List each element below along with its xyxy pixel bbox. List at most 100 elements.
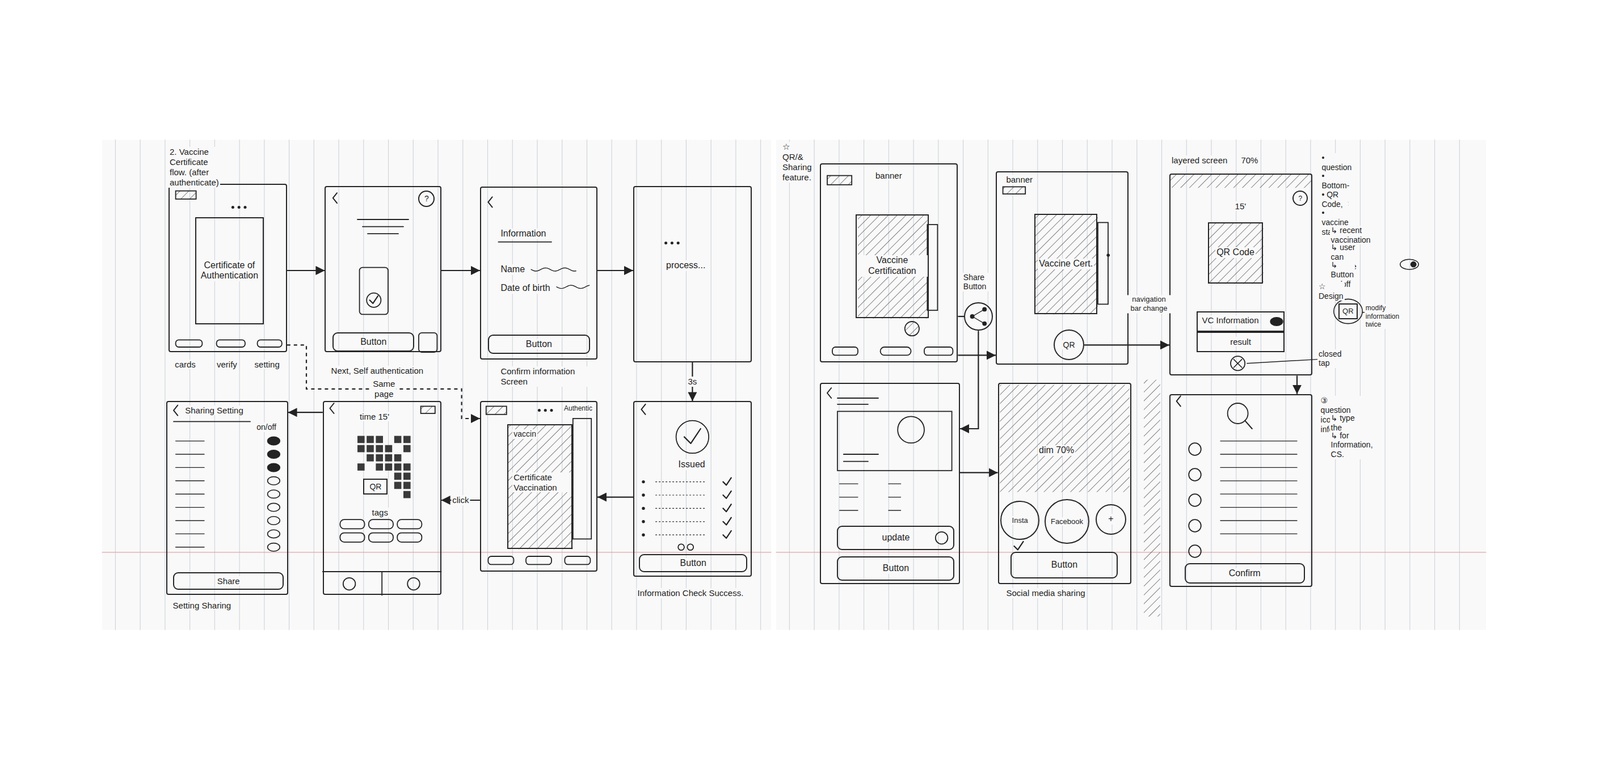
ruled-line (1459, 140, 1460, 631)
dot (641, 493, 645, 497)
ruled-line (437, 140, 439, 631)
qr-block (403, 445, 411, 453)
flow-arrow (1296, 375, 1298, 394)
ruled-line (660, 140, 662, 631)
flow-arrow (287, 270, 326, 272)
tag-pill (339, 533, 365, 543)
tag-pill (397, 533, 422, 543)
note-text: ↳ recent vaccination (1329, 225, 1372, 246)
tab-item (564, 556, 591, 565)
sketch-line (175, 520, 205, 521)
node-text: VC Information (1200, 315, 1260, 326)
node-text: setting (253, 359, 281, 370)
note-text: ☆ Design (1317, 281, 1345, 302)
dot (676, 241, 680, 245)
ruled-line (164, 140, 166, 631)
ruled-line (710, 140, 712, 631)
toggle-symbol (267, 543, 281, 552)
qr-block (375, 436, 383, 444)
node-text: Date of birth (499, 283, 551, 294)
ruled-line (462, 140, 463, 631)
toggle-symbol (267, 516, 281, 525)
node-text: Confirm information Screen (499, 366, 597, 387)
tag-pill (368, 533, 394, 543)
check-mark (722, 491, 731, 499)
flow-arrow (287, 344, 480, 419)
toggle-symbol (267, 477, 281, 486)
qr-block (357, 445, 365, 453)
card-hatch (507, 424, 574, 550)
ruled-line (288, 140, 290, 631)
dot (641, 533, 645, 537)
phone-screen: AuthenticvaccinCertificate Vaccination (480, 401, 598, 572)
ruled-line (987, 140, 989, 631)
sketch-line (175, 467, 205, 469)
ruled-line (189, 140, 191, 631)
node-text: ? (1297, 194, 1304, 203)
image-card (837, 411, 953, 471)
qr-block (385, 445, 393, 453)
sketch-line (367, 233, 399, 235)
back-chevron (1176, 396, 1181, 407)
sketch-line (175, 453, 205, 455)
edge-label: navigation bar change (1127, 295, 1171, 314)
node-text: Issued (677, 459, 707, 471)
sketch-line (888, 510, 901, 511)
sketch-circle (1188, 494, 1202, 507)
note-text: closed tap (1317, 349, 1343, 369)
info-row: result (1196, 331, 1285, 353)
dot (1106, 253, 1110, 257)
ruled-line (1235, 140, 1237, 631)
node-text: process... (664, 260, 707, 272)
certificate-card: Certificate of Authentication (195, 217, 264, 325)
dot (1106, 253, 1110, 257)
node-text: QR (368, 482, 383, 492)
qr-block (385, 454, 393, 462)
qr-block (403, 463, 411, 471)
sketch-line (837, 403, 869, 406)
status-badge (420, 406, 436, 414)
ruled-line (115, 140, 116, 631)
vaccine-card: Vaccine Certification (855, 214, 929, 319)
back-chevron (641, 404, 646, 415)
card-behind (1097, 222, 1109, 305)
note-text: modify information twice (1364, 304, 1401, 329)
ruled-line (338, 140, 340, 631)
sketch-circle (1188, 443, 1202, 456)
sketch-line (1220, 507, 1298, 508)
refresh-icon (935, 532, 949, 545)
share-dot (904, 321, 920, 336)
qr-block (394, 436, 402, 444)
sheet-heading: 2. Vaccine Certificate flow. (after auth… (168, 146, 221, 188)
node-text: QR (1341, 306, 1355, 316)
action-button: Button (836, 556, 955, 581)
dot (641, 480, 645, 484)
node-text: Insta (1011, 516, 1030, 525)
ruled-line (1210, 140, 1212, 631)
node-text: Certificate of Authentication (196, 260, 263, 282)
ruled-line (814, 140, 815, 631)
sketch-circle (407, 578, 420, 591)
sketch-line (843, 461, 869, 463)
sketch-circle (897, 416, 925, 444)
social-button: + (1095, 504, 1127, 536)
node-text: ? (423, 194, 431, 204)
ruled-line (1285, 140, 1287, 631)
ruled-line (962, 140, 964, 631)
ruled-line (760, 140, 761, 631)
hatch-strip (1143, 380, 1161, 618)
update-button: update (836, 525, 955, 551)
social-button: Insta (1000, 500, 1039, 540)
status-badge (486, 406, 507, 415)
sketch-line (843, 453, 879, 456)
ruled-line (1161, 140, 1162, 631)
toggle-symbol (267, 529, 281, 538)
side-button (418, 333, 437, 353)
dot (537, 409, 541, 412)
qr-block (366, 454, 374, 462)
toggle-symbol (1270, 317, 1283, 326)
ruled-line (214, 140, 216, 631)
node-text: Facebook (1049, 517, 1085, 526)
node-text: Button (524, 339, 554, 351)
help-icon: ? (418, 190, 435, 208)
